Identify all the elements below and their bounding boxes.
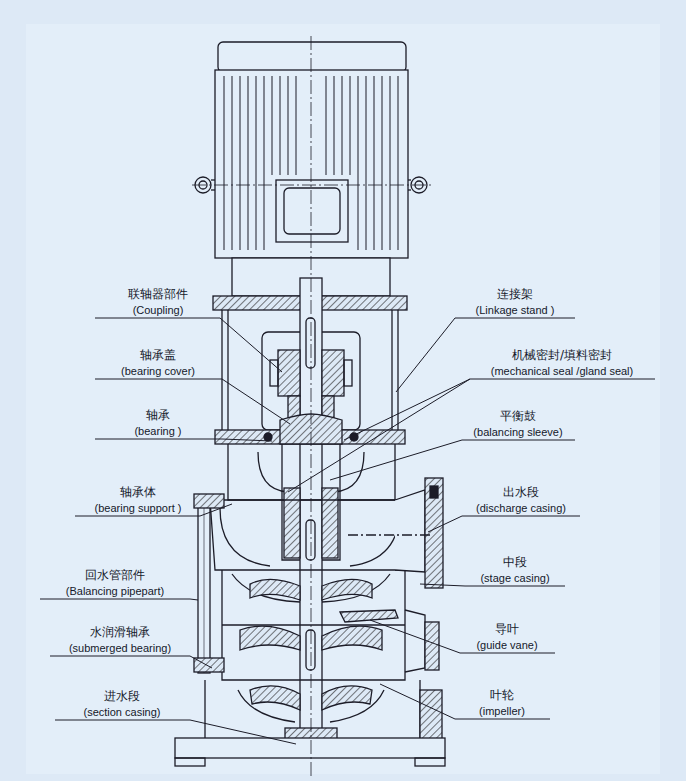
leader-lines [40, 318, 655, 744]
centre-line [192, 36, 432, 776]
part-name: 轴承盖 [140, 349, 176, 363]
part-name: 机械密封/填料密封 [512, 349, 612, 363]
part-name: 回水管部件 [85, 569, 145, 583]
part-name-english: (bearing cover) [121, 365, 195, 378]
panel [26, 24, 660, 774]
part-name-english: (bearing ) [134, 425, 181, 438]
part-name-english: (balancing sleeve) [473, 426, 562, 439]
part-name-english: (bearing support ) [95, 502, 182, 515]
part-name: 出水段 [503, 486, 539, 500]
part-name-english: (Linkage stand ) [476, 304, 555, 317]
part-name: 连接架 [497, 288, 533, 302]
part-name-english: (Coupling) [133, 304, 184, 317]
part-name-english: (stage casing) [480, 572, 549, 585]
part-name: 轴承 [146, 409, 170, 423]
part-name-english: (section casing) [83, 706, 160, 719]
part-name: 叶轮 [490, 689, 514, 703]
part-name: 轴承体 [120, 486, 156, 500]
part-name: 导叶 [495, 623, 519, 637]
part-name-english: (discharge casing) [476, 502, 566, 515]
part-name-english: (guide vane) [476, 639, 537, 652]
part-name: 平衡鼓 [500, 410, 536, 424]
part-name-english: (mechanical seal /gland seal) [491, 365, 633, 378]
part-name-english: (Balancing pipepart) [66, 585, 164, 598]
part-name-english: (impeller) [479, 705, 525, 718]
part-name-english: (submerged bearing) [69, 642, 171, 655]
pump-drawing [175, 42, 445, 766]
part-name: 进水段 [104, 690, 140, 704]
part-name: 联轴器部件 [128, 288, 188, 302]
part-name: 中段 [503, 556, 527, 570]
part-name: 水润滑轴承 [90, 626, 150, 640]
